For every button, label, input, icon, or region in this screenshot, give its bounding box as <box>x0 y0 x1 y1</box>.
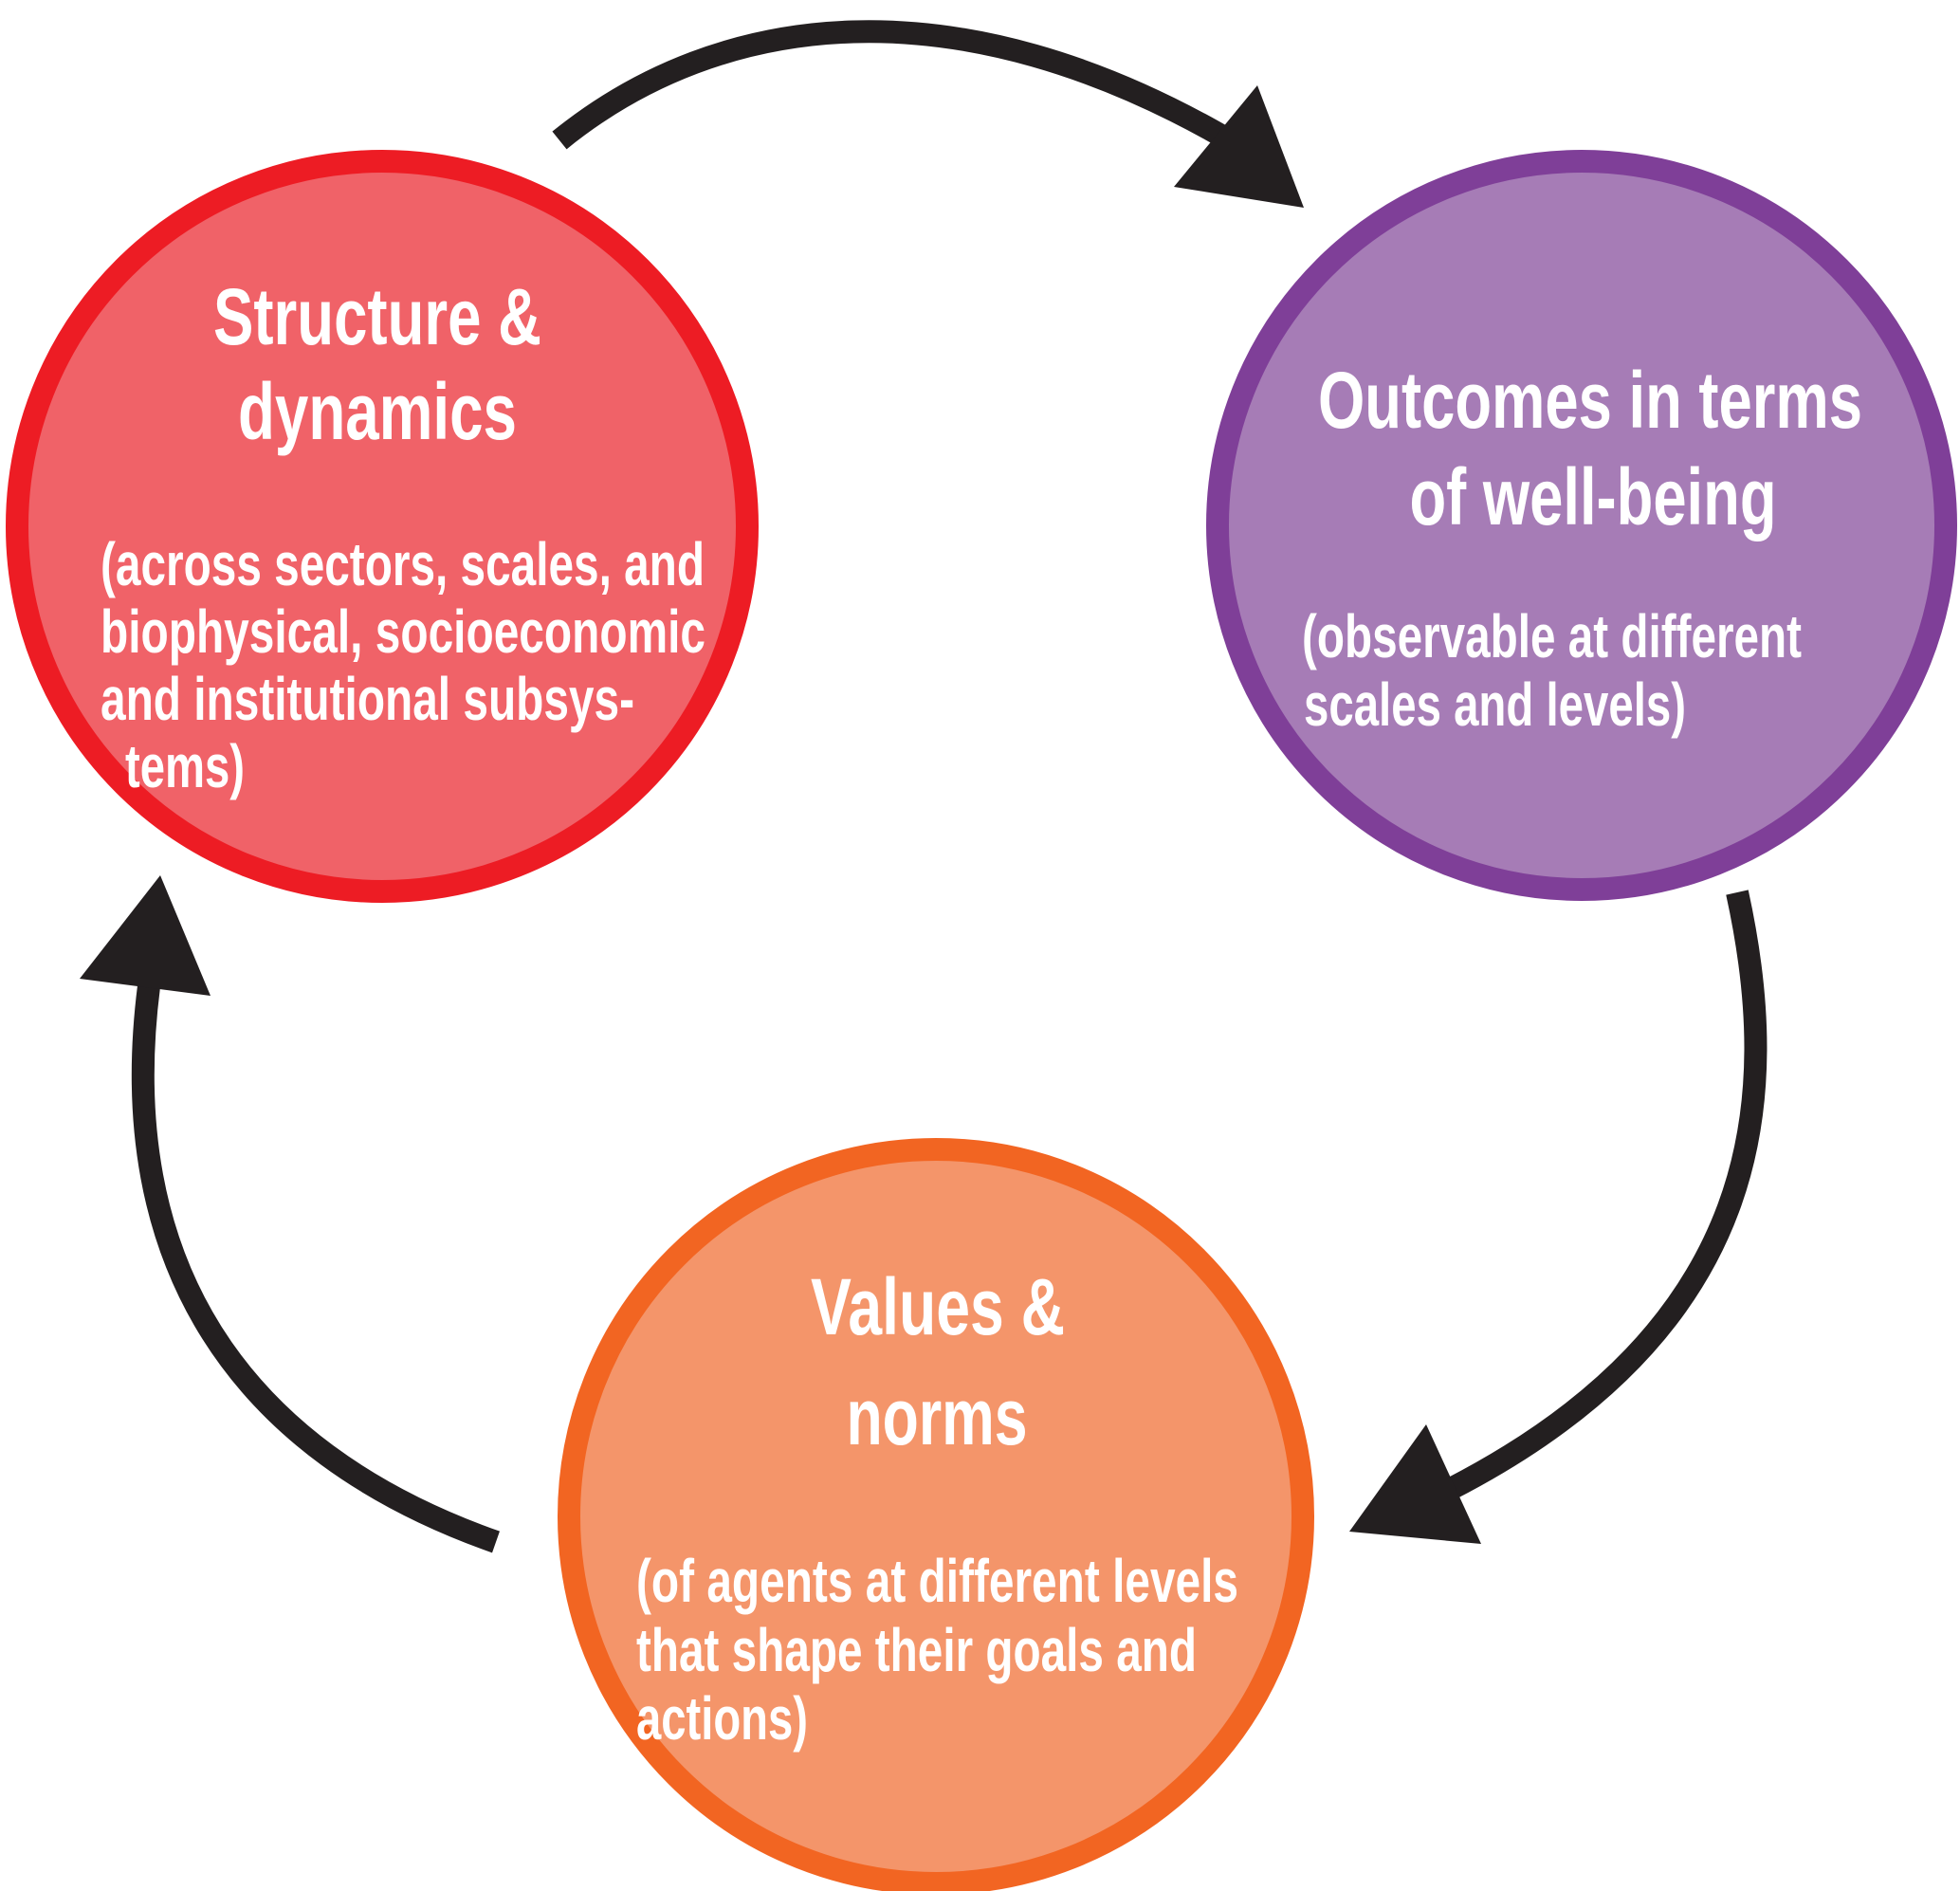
arrow-values-to-structure <box>80 875 500 1553</box>
node-structure-dynamics: Structure & dynamics (across sectors, sc… <box>6 150 759 903</box>
node-circle <box>6 150 759 903</box>
node-title-line: dynamics <box>238 367 517 456</box>
arrow-line <box>131 984 500 1553</box>
node-title-line: Values & <box>811 1262 1065 1351</box>
arrowhead-icon <box>80 875 211 996</box>
node-subtitle-line: (across sectors, scales, and <box>101 530 705 598</box>
node-title-line: of well-being <box>1410 452 1777 542</box>
node-title-line: Outcomes in terms <box>1318 356 1862 445</box>
arrow-line <box>1445 890 1768 1499</box>
arrow-line <box>552 20 1239 153</box>
node-circle <box>558 1138 1314 1891</box>
node-title-line: Structure & <box>213 272 541 361</box>
node-subtitle-line: actions) <box>636 1684 808 1753</box>
arrow-structure-to-outcomes <box>552 20 1304 208</box>
node-subtitle-line: (observable at different <box>1302 602 1802 670</box>
node-subtitle-line: scales and levels) <box>1304 670 1686 739</box>
arrow-outcomes-to-values <box>1349 890 1768 1544</box>
node-title-line: norms <box>847 1372 1028 1461</box>
node-outcomes-well-being: Outcomes in terms of well-being (observa… <box>1206 150 1957 901</box>
node-subtitle-line: and institutional subsys- <box>101 665 634 733</box>
node-subtitle-line: (of agents at different levels <box>636 1547 1238 1615</box>
node-subtitle-line: tems) <box>125 732 245 800</box>
arrowhead-icon <box>1174 85 1304 208</box>
node-values-norms: Values & norms (of agents at different l… <box>558 1138 1314 1891</box>
arrowhead-icon <box>1349 1424 1481 1544</box>
node-subtitle-line: biophysical, socioeconomic <box>101 597 705 666</box>
node-subtitle-line: that shape their goals and <box>636 1616 1197 1684</box>
node-circle <box>1206 150 1957 901</box>
